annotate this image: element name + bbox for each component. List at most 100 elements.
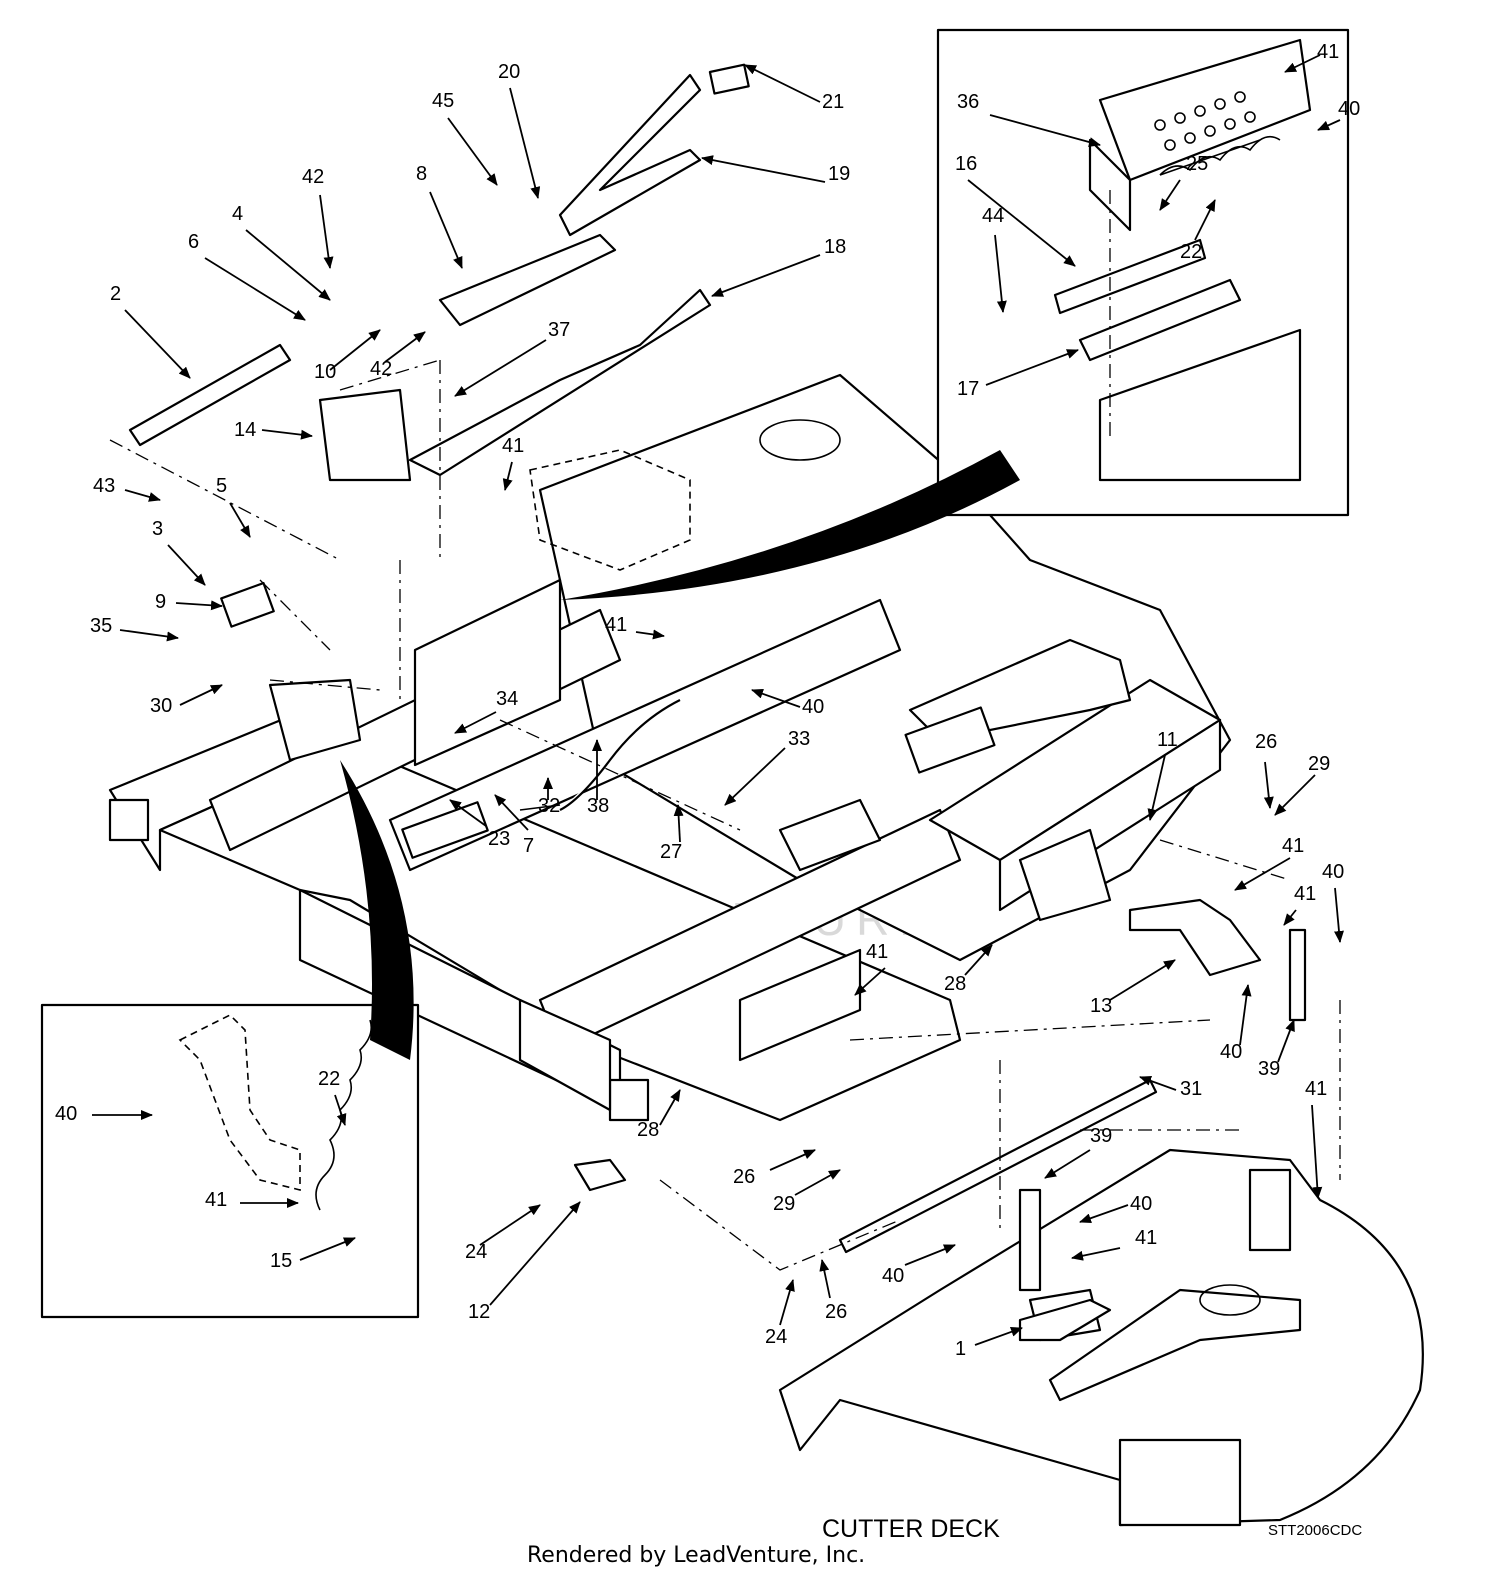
leader-line-c28b: [659, 1089, 681, 1126]
callout-label-c41d: 41: [605, 614, 627, 636]
leader-line-c35: [119, 629, 179, 642]
callout-label-c32: 32: [538, 795, 560, 817]
leader-line-c2: [124, 309, 191, 379]
pivot-14: [318, 388, 412, 482]
callout-label-c9: 9: [155, 591, 166, 613]
leader-line-c34: [454, 711, 497, 734]
detail-pointer-bottom: [340, 760, 414, 1060]
lift-arm-19: [558, 73, 702, 237]
handle-grip-21: [708, 63, 750, 95]
assembly-lines: [109, 359, 1341, 1271]
leader-line-c12: [489, 1201, 581, 1306]
leader-line-c10: [329, 329, 381, 371]
callout-label-c42a: 42: [302, 166, 324, 188]
callout-label-c24b: 24: [765, 1326, 787, 1348]
callout-label-c23: 23: [488, 828, 510, 850]
leader-line-c43: [124, 489, 161, 502]
callout-label-c41h: 41: [1305, 1078, 1327, 1100]
leader-line-c45: [447, 117, 498, 186]
callout-label-c1: 1: [955, 1338, 966, 1360]
callout-label-c41e: 41: [1282, 835, 1304, 857]
chain-39: [1288, 928, 1307, 1022]
bushing-9: [220, 581, 275, 628]
callout-label-c22b: 22: [1180, 241, 1202, 263]
callout-labels: 1234567891011121314151617181920212222232…: [55, 41, 1360, 1360]
leader-line-c6: [204, 257, 306, 321]
callout-label-c4: 4: [232, 203, 243, 225]
leader-line-c17: [985, 349, 1079, 386]
callout-label-c43: 43: [93, 475, 115, 497]
leader-line-c30: [179, 684, 223, 706]
callout-label-c41b: 41: [1317, 41, 1339, 63]
leader-line-c26c: [819, 1259, 831, 1299]
chain-39-b: [1018, 1188, 1042, 1292]
leader-line-c1: [974, 1327, 1023, 1346]
callout-label-c14: 14: [234, 419, 256, 441]
callout-label-c7: 7: [523, 835, 534, 857]
leader-line-c13: [1109, 959, 1176, 1001]
leader-line-c33: [724, 747, 786, 806]
callout-label-c41c: 41: [502, 435, 524, 457]
callout-label-c3: 3: [152, 518, 163, 540]
inset-spring-detail-top: [936, 28, 1350, 517]
callout-label-c26b: 26: [733, 1166, 755, 1188]
callout-label-c39b: 39: [1090, 1125, 1112, 1147]
callout-label-c5: 5: [216, 475, 227, 497]
leader-line-c40d: [1334, 887, 1344, 943]
callout-label-c28a: 28: [944, 973, 966, 995]
inset-spring-detail-bottom: [40, 1003, 420, 1319]
callout-label-c45: 45: [432, 90, 454, 112]
cable-38: [559, 699, 681, 811]
leader-line-c39a: [1277, 1019, 1295, 1063]
leader-line-c41f: [854, 967, 886, 996]
leader-line-c29a: [1274, 774, 1316, 816]
callout-label-c40a: 40: [55, 1103, 77, 1125]
callout-label-c38: 38: [587, 795, 609, 817]
callout-label-c44: 44: [982, 205, 1004, 227]
callout-label-c33: 33: [788, 728, 810, 750]
credit-text: Rendered by LeadVenture, Inc.: [527, 1543, 865, 1568]
callout-label-c40e: 40: [1220, 1041, 1242, 1063]
leader-line-c15: [299, 1237, 356, 1261]
leader-lines: [92, 54, 1344, 1346]
leader-line-c27: [673, 804, 684, 843]
leader-line-c14: [261, 429, 313, 440]
leader-line-c31: [1139, 1076, 1177, 1091]
leader-line-c41d: [635, 629, 665, 640]
leader-line-c40c: [1317, 119, 1341, 131]
callout-label-c40d: 40: [1322, 861, 1344, 883]
callout-label-c2: 2: [110, 283, 121, 305]
leader-line-c8: [429, 191, 463, 269]
callout-label-c26c: 26: [825, 1301, 847, 1323]
callout-label-c41i: 41: [1135, 1227, 1157, 1249]
bracket-1: [1018, 1298, 1112, 1342]
callout-label-c41g: 41: [1294, 883, 1316, 905]
callout-label-c27: 27: [660, 841, 682, 863]
callout-label-c31: 31: [1180, 1078, 1202, 1100]
leader-line-c41c: [502, 461, 513, 491]
leader-line-c26a: [1263, 761, 1274, 809]
leader-line-c41i: [1071, 1247, 1121, 1261]
leader-line-c40g: [904, 1244, 956, 1266]
leader-line-c11: [1147, 754, 1166, 821]
leader-line-c41b: [1284, 54, 1321, 73]
callout-label-c36: 36: [957, 91, 979, 113]
callout-label-c26a: 26: [1255, 731, 1277, 753]
rod-31: [838, 1078, 1158, 1254]
callout-label-c42b: 42: [370, 358, 392, 380]
callout-label-c21: 21: [822, 91, 844, 113]
callout-label-c29b: 29: [773, 1193, 795, 1215]
callout-label-c22a: 22: [318, 1068, 340, 1090]
diagram-title: CUTTER DECK: [822, 1515, 1000, 1543]
diagram-code: STT2006CDC: [1268, 1522, 1362, 1539]
callout-label-c25: 25: [1186, 153, 1208, 175]
callout-label-c35: 35: [90, 615, 112, 637]
leader-line-c18: [711, 254, 821, 297]
lift-link-18: [408, 288, 712, 477]
callout-label-c19: 19: [828, 163, 850, 185]
leader-line-c23: [449, 799, 487, 827]
pin-32: [519, 804, 561, 811]
callout-label-c34: 34: [496, 688, 518, 710]
leader-line-c25: [1159, 179, 1181, 211]
